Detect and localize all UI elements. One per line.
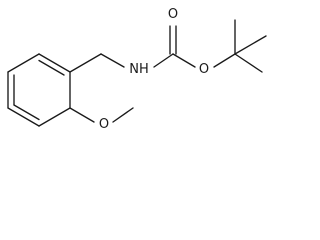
ring-bond-top-left bbox=[7, 53, 40, 73]
bond-ring-to-ch2 bbox=[69, 53, 102, 73]
bond-tbu-methyl-down bbox=[234, 53, 263, 73]
atom-label-nh: NH bbox=[129, 62, 149, 77]
bond-carbonyl-c-to-ester-o bbox=[172, 53, 196, 68]
bond-ch2-to-nh bbox=[100, 53, 125, 68]
atom-label-carbonyl-oxygen: O bbox=[168, 7, 178, 22]
ring-double-bond-inner-bottom bbox=[13, 104, 40, 121]
bond-tbu-methyl-right bbox=[234, 35, 267, 55]
benzene-ring bbox=[7, 53, 71, 127]
atom-label-ester-oxygen: O bbox=[199, 62, 209, 77]
bond-methoxy-o-to-ch3 bbox=[112, 107, 134, 123]
atom-label-methoxy-oxygen: O bbox=[99, 117, 109, 132]
chemical-structure-diagram: NH O O O bbox=[7, 7, 267, 132]
ring-bond-top-right bbox=[38, 53, 71, 73]
bond-ring-to-methoxy-o bbox=[69, 107, 95, 123]
bond-ester-o-to-tbu-c bbox=[213, 53, 236, 68]
ring-bond-bottom-left bbox=[7, 107, 40, 127]
bond-nh-to-carbonyl-c bbox=[153, 53, 174, 68]
ring-bond-bottom-right bbox=[38, 107, 71, 127]
ring-double-bond-inner-top bbox=[38, 59, 65, 76]
